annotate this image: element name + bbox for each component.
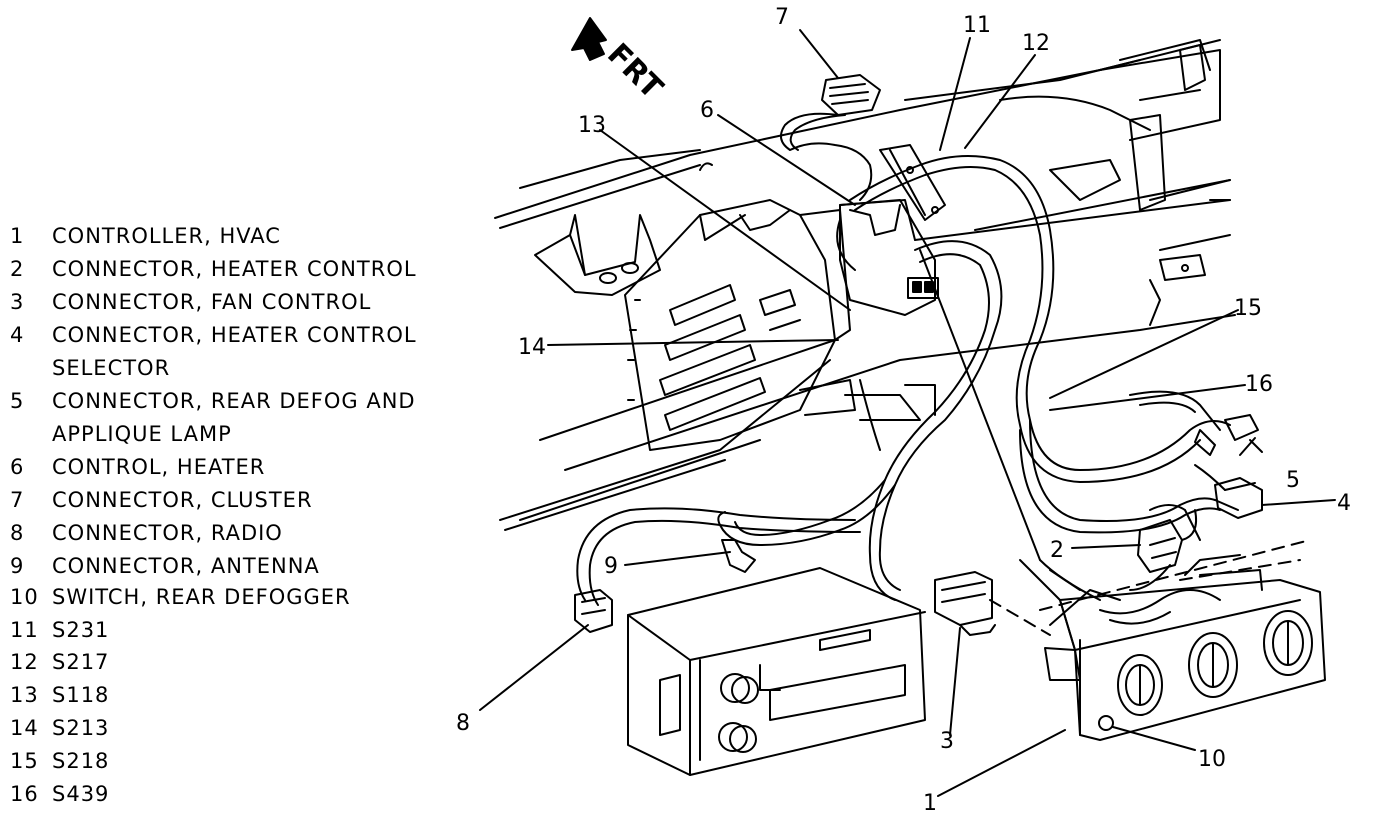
callout-14: 14	[518, 335, 546, 360]
legend-num: 6	[10, 455, 25, 479]
hvac-wiring-diagram: FRT 7 11 12 6 13 15 14 16 5 4 2 9 8 3 10…	[456, 5, 1351, 816]
callout-8: 8	[456, 711, 470, 736]
legend-label: CONNECTOR, HEATER CONTROL	[52, 257, 417, 281]
legend-label: CONNECTOR, ANTENNA	[52, 554, 320, 578]
callout-16: 16	[1245, 372, 1273, 397]
rear-defog-connector	[1194, 414, 1259, 456]
legend-label: S217	[52, 650, 110, 674]
legend-item-15: 15 S218	[10, 749, 109, 773]
legend-item-16: 16 S439	[10, 782, 109, 806]
legend-num: 12	[10, 650, 39, 674]
legend-num: 4	[10, 323, 25, 347]
legend-item-11: 11 S231	[10, 618, 109, 642]
heater-control	[839, 144, 946, 316]
callout-4: 4	[1337, 491, 1351, 516]
callout-2: 2	[1050, 538, 1064, 563]
legend-label: CONTROLLER, HVAC	[52, 224, 281, 248]
callout-6: 6	[700, 98, 714, 123]
callout-15: 15	[1234, 296, 1262, 321]
legend-label: CONNECTOR, CLUSTER	[52, 488, 313, 512]
legend-num: 5	[10, 389, 25, 413]
legend-label: S118	[52, 683, 110, 707]
front-label: FRT	[600, 37, 669, 106]
callout-10: 10	[1198, 747, 1226, 772]
callout-12: 12	[1022, 31, 1050, 56]
fan-control-connector	[934, 559, 1061, 636]
legend-num: 7	[10, 488, 25, 512]
legend-item-1: 1 CONTROLLER, HVAC	[10, 224, 281, 248]
legend-num: 14	[10, 716, 39, 740]
callout-7: 7	[775, 5, 789, 30]
callout-5: 5	[1286, 468, 1300, 493]
hvac-controller	[1044, 554, 1326, 741]
legend-item-6: 6 CONTROL, HEATER	[10, 455, 265, 479]
callout-13: 13	[578, 113, 606, 138]
legend-num: 16	[10, 782, 39, 806]
legend-num: 9	[10, 554, 25, 578]
legend-item-5-cont: APPLIQUE LAMP	[52, 422, 232, 446]
antenna-connector	[721, 539, 756, 573]
legend-num: 1	[10, 224, 25, 248]
legend-item-7: 7 CONNECTOR, CLUSTER	[10, 488, 313, 512]
callout-3: 3	[940, 729, 954, 754]
hvac-duct-module	[624, 199, 936, 451]
heater-control-connector	[1129, 509, 1198, 591]
legend-label: CONNECTOR, HEATER CONTROL	[52, 323, 417, 347]
legend-label: CONNECTOR, FAN CONTROL	[52, 290, 372, 314]
legend-item-5: 5 CONNECTOR, REAR DEFOG AND	[10, 389, 416, 413]
heater-selector-connector	[1214, 477, 1263, 519]
cluster-connector	[780, 74, 881, 201]
radio-unit	[627, 567, 926, 776]
legend-num: 8	[10, 521, 25, 545]
front-arrow-icon	[571, 17, 607, 61]
legend-num: 10	[10, 585, 39, 609]
legend-item-3: 3 CONNECTOR, FAN CONTROL	[10, 290, 371, 314]
wiring-harness	[576, 155, 1231, 606]
legend-label: S439	[52, 782, 110, 806]
callout-11: 11	[963, 13, 991, 38]
legend-label: CONNECTOR, RADIO	[52, 521, 283, 545]
legend-num: 2	[10, 257, 25, 281]
legend-num: 3	[10, 290, 25, 314]
legend-label: CONTROL, HEATER	[52, 455, 266, 479]
legend-label: S231	[52, 618, 110, 642]
legend-label: CONNECTOR, REAR DEFOG AND	[52, 389, 416, 413]
instrument-panel-beam	[494, 39, 1236, 531]
legend-item-14: 14 S213	[10, 716, 109, 740]
radio-connector	[574, 589, 613, 633]
legend-item-12: 12 S217	[10, 650, 109, 674]
callout-1: 1	[923, 791, 937, 816]
legend-item-10: 10 SWITCH, REAR DEFOGGER	[10, 585, 351, 609]
legend-label: SWITCH, REAR DEFOGGER	[52, 585, 351, 609]
legend-num: 11	[10, 618, 39, 642]
legend-item-9: 9 CONNECTOR, ANTENNA	[10, 554, 320, 578]
legend-num: 15	[10, 749, 39, 773]
legend-item-4-cont: SELECTOR	[52, 356, 171, 380]
legend-item-13: 13 S118	[10, 683, 109, 707]
alignment-guides	[989, 539, 1311, 636]
legend-item-8: 8 CONNECTOR, RADIO	[10, 521, 283, 545]
legend-label: S213	[52, 716, 110, 740]
support-bracket	[534, 214, 661, 296]
legend-item-2: 2 CONNECTOR, HEATER CONTROL	[10, 257, 417, 281]
legend-label: S218	[52, 749, 110, 773]
legend-item-4: 4 CONNECTOR, HEATER CONTROL	[10, 323, 417, 347]
legend-num: 13	[10, 683, 39, 707]
callout-9: 9	[604, 554, 618, 579]
callout-leaders	[479, 29, 1336, 797]
